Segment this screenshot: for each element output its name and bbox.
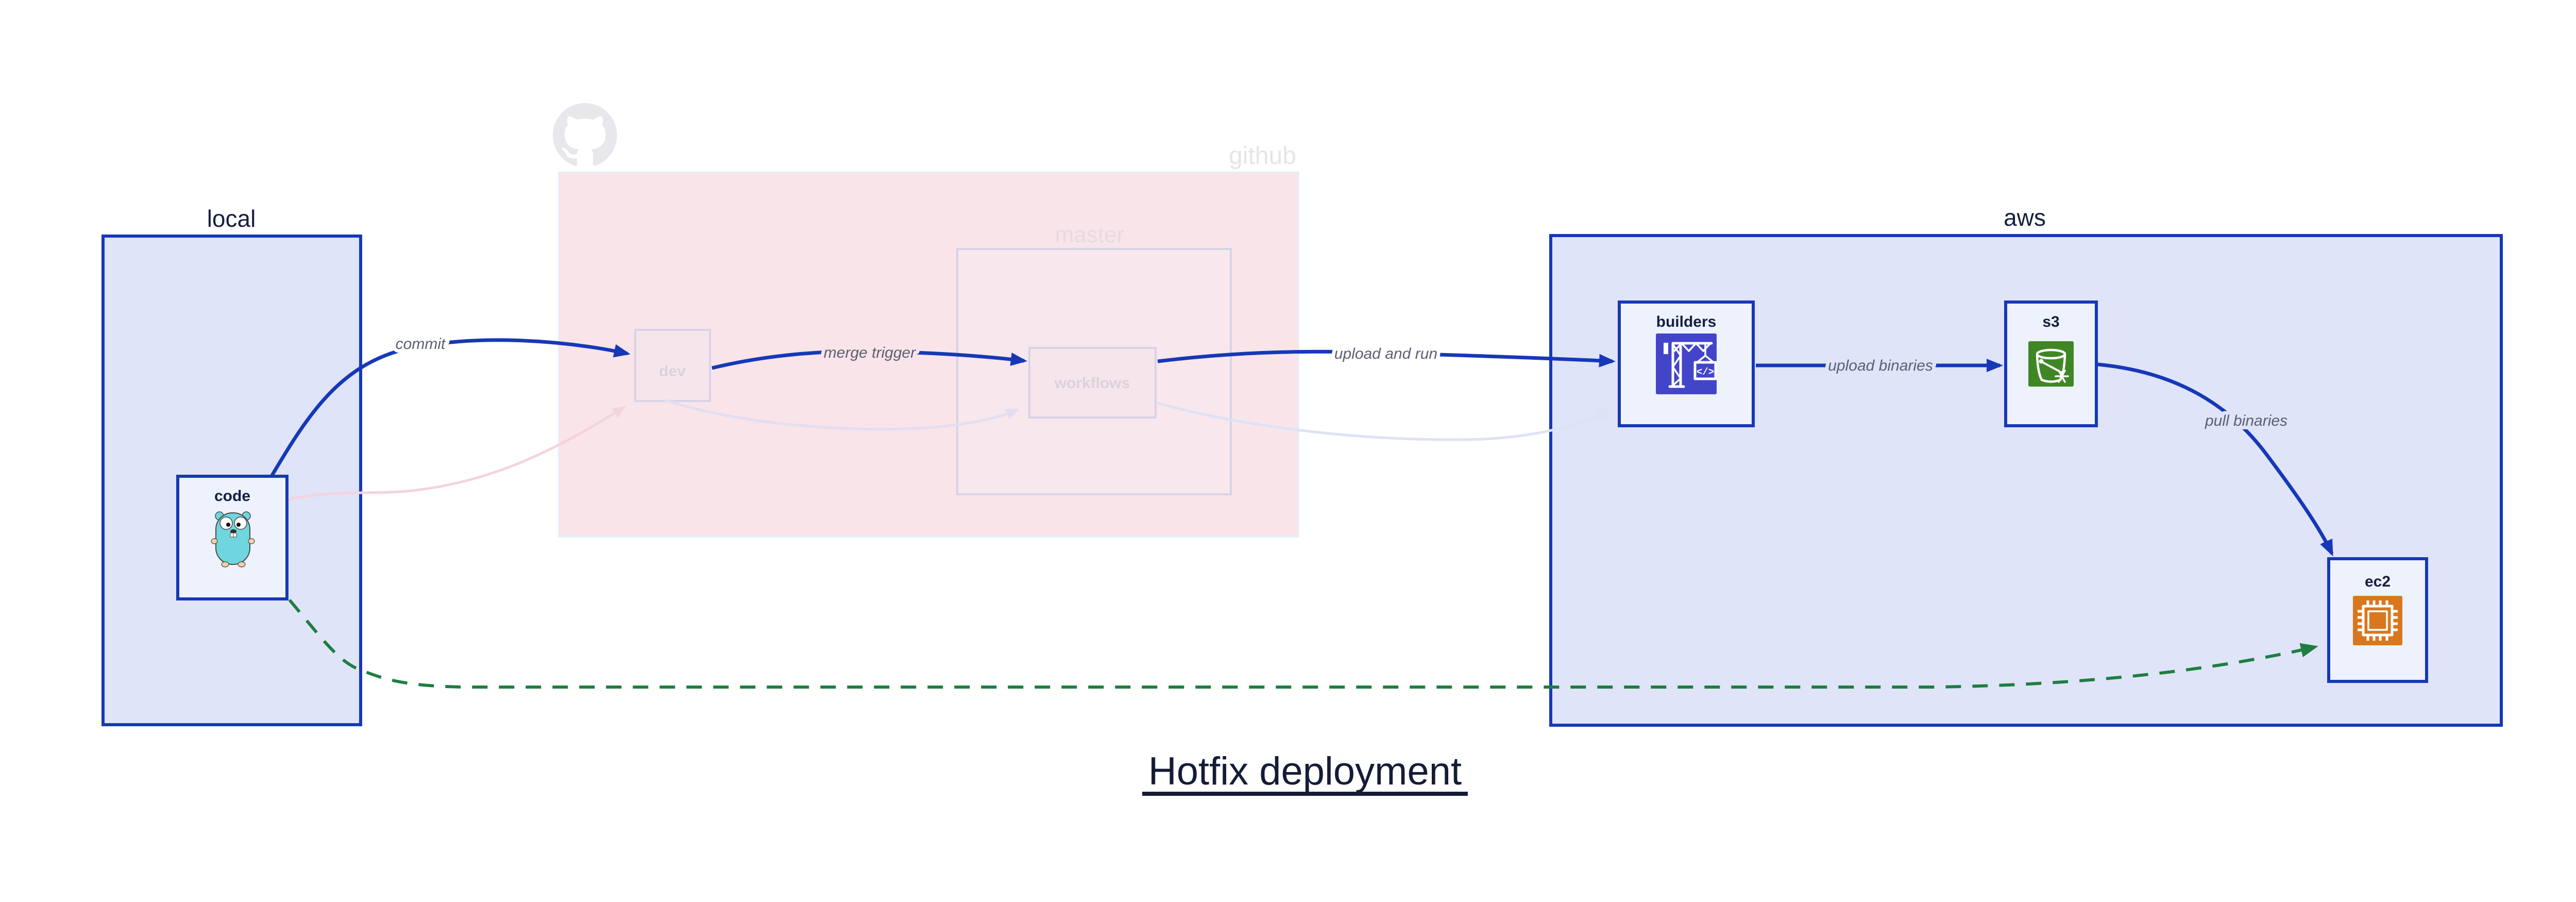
page-title-underline	[1142, 792, 1468, 796]
local-group-label: local	[207, 205, 256, 232]
node-s3-label: s3	[2042, 313, 2059, 330]
github-group: github master dev workflows	[553, 103, 1299, 538]
edge-pull-binaries-path	[2097, 362, 2334, 557]
edge-hotfix-path	[288, 599, 2318, 689]
node-builders-label: builders	[1656, 313, 1717, 330]
node-workflows-label: workflows	[1054, 375, 1130, 392]
node-workflows	[1028, 347, 1157, 419]
node-code-label: code	[214, 488, 250, 505]
edge-commit-path	[269, 338, 631, 477]
edge-upload-binaries-label: upload binaries	[1828, 357, 1933, 374]
edge-merge-trigger-label: merge trigger	[824, 344, 916, 361]
edge-merge-trigger-path	[711, 349, 1027, 370]
master-group-label: master	[1055, 222, 1124, 247]
node-dev-label: dev	[659, 363, 686, 380]
edge-dev-workflows-faded	[664, 398, 1020, 431]
s3-bucket-snowflake-icon	[2028, 341, 2074, 387]
node-dev	[634, 329, 711, 402]
aws-group: aws builders </> s3	[1549, 204, 2503, 727]
local-group: local code	[101, 205, 362, 726]
edge-upload-and-run-label: upload and run	[1334, 345, 1437, 362]
edge-workflows-builders-faded	[1157, 402, 1612, 441]
octocat-icon	[553, 103, 617, 166]
ec2-chip-icon	[2353, 596, 2402, 645]
github-group-label: github	[1229, 142, 1296, 170]
node-ec2-label: ec2	[2365, 573, 2391, 590]
edge-upload-and-run-path	[1157, 349, 1616, 368]
svg-text:</>: </>	[1697, 366, 1714, 378]
codebuild-crane-icon: </>	[1656, 333, 1717, 394]
go-gopher-icon	[211, 511, 255, 567]
edge-code-dev-faded	[288, 406, 626, 500]
aws-group-label: aws	[2004, 204, 2046, 231]
page-title: Hotfix deployment	[1148, 749, 1462, 793]
edge-commit-label: commit	[396, 336, 446, 353]
edge-pull-binaries-label: pull binaries	[2205, 412, 2287, 429]
